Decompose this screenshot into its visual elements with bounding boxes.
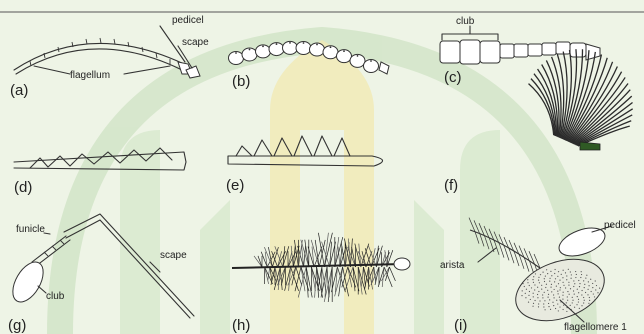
- panel-a-scape-label: scape: [182, 37, 209, 48]
- panel-a-pedicel-label: pedicel: [172, 15, 204, 26]
- panel-i-label: (i): [454, 317, 467, 334]
- panel-a-filiform-antenna: pedicel scape flagellum (a): [10, 15, 209, 99]
- panel-g-geniculate-antenna: funicle scape club (g): [7, 214, 194, 334]
- panel-i-aristate-antenna: pedicel arista flagellomere 1 (i): [440, 218, 636, 334]
- panel-c-club-label: club: [456, 16, 475, 27]
- panel-b-label: (b): [232, 73, 250, 90]
- panel-g-label: (g): [8, 317, 26, 334]
- panel-a-label: (a): [10, 82, 28, 99]
- panel-f-lamellate-antenna: (f): [444, 49, 633, 194]
- panel-g-club-label: club: [46, 291, 65, 302]
- panel-a-flagellum-label: flagellum: [70, 70, 110, 81]
- panel-d-label: (d): [14, 179, 32, 196]
- panel-i-pedicel-label: pedicel: [604, 220, 636, 231]
- panel-i-arista-label: arista: [440, 260, 465, 271]
- panel-f-label: (f): [444, 177, 458, 194]
- panel-i-flagellomere-label: flagellomere 1: [564, 322, 627, 333]
- panel-h-plumose-antenna: (h): [232, 233, 410, 334]
- panel-b-moniliform-antenna: (b): [229, 41, 390, 90]
- panel-e-label: (e): [226, 177, 244, 194]
- panel-g-scape-label: scape: [160, 250, 187, 261]
- panel-e-pectinate-antenna: (e): [226, 136, 383, 194]
- panel-g-funicle-label: funicle: [16, 224, 45, 235]
- panel-c-label: (c): [444, 69, 462, 86]
- panel-d-serrate-antenna: (d): [14, 148, 186, 196]
- panel-h-label: (h): [232, 317, 250, 334]
